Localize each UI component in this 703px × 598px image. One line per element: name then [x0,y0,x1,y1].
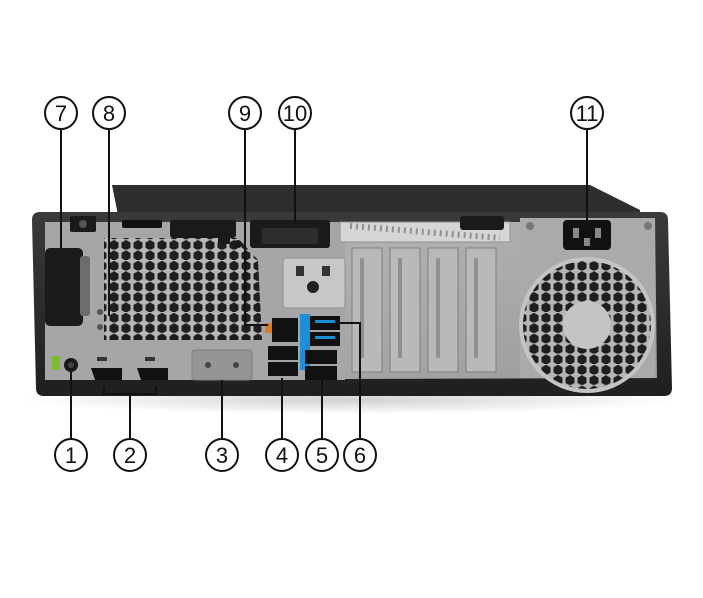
expansion-slots [339,216,511,373]
callout-11: 11 [570,96,604,130]
svg-text:4: 4 [276,443,288,468]
svg-text:9: 9 [239,101,251,126]
callout-7: 7 [44,96,78,130]
padlock-loop [45,248,90,326]
callout-6: 6 [343,438,377,472]
callout-2: 2 [113,438,147,472]
svg-text:1: 1 [65,443,77,468]
leader-lines [60,128,588,438]
rj45-port [265,318,298,342]
displayport-ports [91,357,168,380]
left-fan-grille [104,220,262,340]
callout-4: 4 [265,438,299,472]
callout-9: 9 [228,96,262,130]
svg-text:11: 11 [576,101,599,126]
callout-1: 1 [54,438,88,472]
serial-slot [282,257,346,309]
screws [97,240,242,330]
callout-5: 5 [305,438,339,472]
svg-text:6: 6 [354,443,366,468]
top-left-bracket [70,216,162,232]
power-supply [519,218,655,393]
top-connector [250,220,330,248]
svg-text:5: 5 [316,443,328,468]
optional-port-cover [191,349,253,381]
callout-3: 3 [205,438,239,472]
audio-jack [52,356,78,372]
svg-text:7: 7 [55,101,67,126]
svg-text:2: 2 [124,443,136,468]
svg-text:3: 3 [216,443,228,468]
callout-8: 8 [92,96,126,130]
svg-text:10: 10 [283,101,307,126]
svg-text:8: 8 [103,101,115,126]
callout-10: 10 [278,96,312,130]
usb-ports [268,314,340,380]
